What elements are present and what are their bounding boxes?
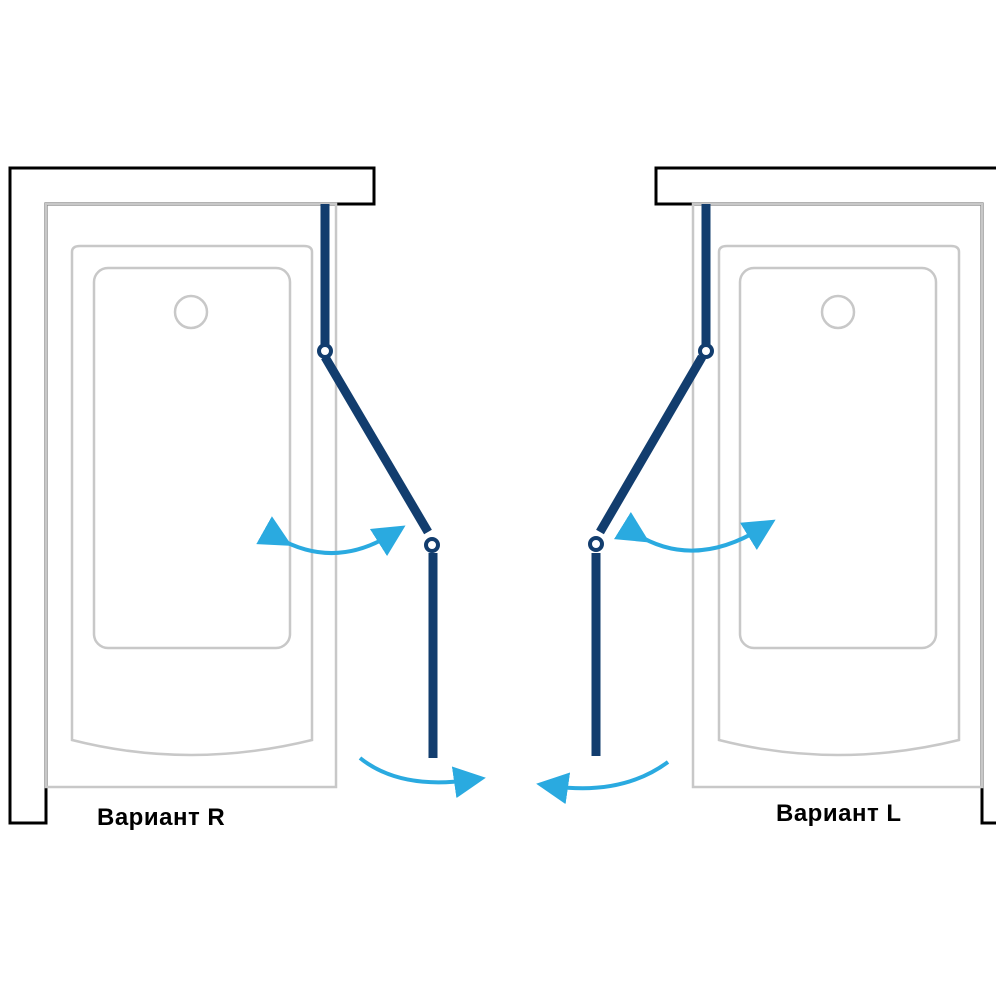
double-headed-curved-arrow-icon (613, 511, 776, 553)
bathtub-bottom-r (92, 266, 292, 650)
bathtub-basin-l (717, 244, 961, 757)
variant-l-diagram (536, 166, 996, 825)
hinge-icon (698, 343, 714, 359)
curved-arrow-icon (358, 756, 486, 799)
variant-r-diagram (8, 166, 486, 825)
wall-outline-r (8, 166, 376, 825)
hinge-icon (424, 537, 440, 553)
glass-panels-l (591, 204, 711, 756)
hinge-icon (588, 536, 604, 552)
drain-icon (820, 294, 856, 330)
bathtub-basin-r (70, 244, 314, 757)
glass-panels-r (320, 204, 438, 758)
folding-panel-r (321, 354, 432, 535)
bathtub-r (44, 202, 338, 789)
bathtub-l (691, 202, 984, 789)
variant-r-label: Вариант R (97, 804, 226, 831)
curved-arrow-icon (536, 760, 670, 805)
bathtub-rim-r (44, 202, 338, 789)
variant-l-label: Вариант L (776, 800, 902, 827)
double-headed-curved-arrow-icon (256, 516, 406, 557)
bathtub-bottom-l (738, 266, 938, 650)
hinge-icon (317, 343, 333, 359)
bathtub-rim-l (691, 202, 984, 789)
drain-icon (173, 294, 209, 330)
folding-panel-l (596, 354, 706, 535)
